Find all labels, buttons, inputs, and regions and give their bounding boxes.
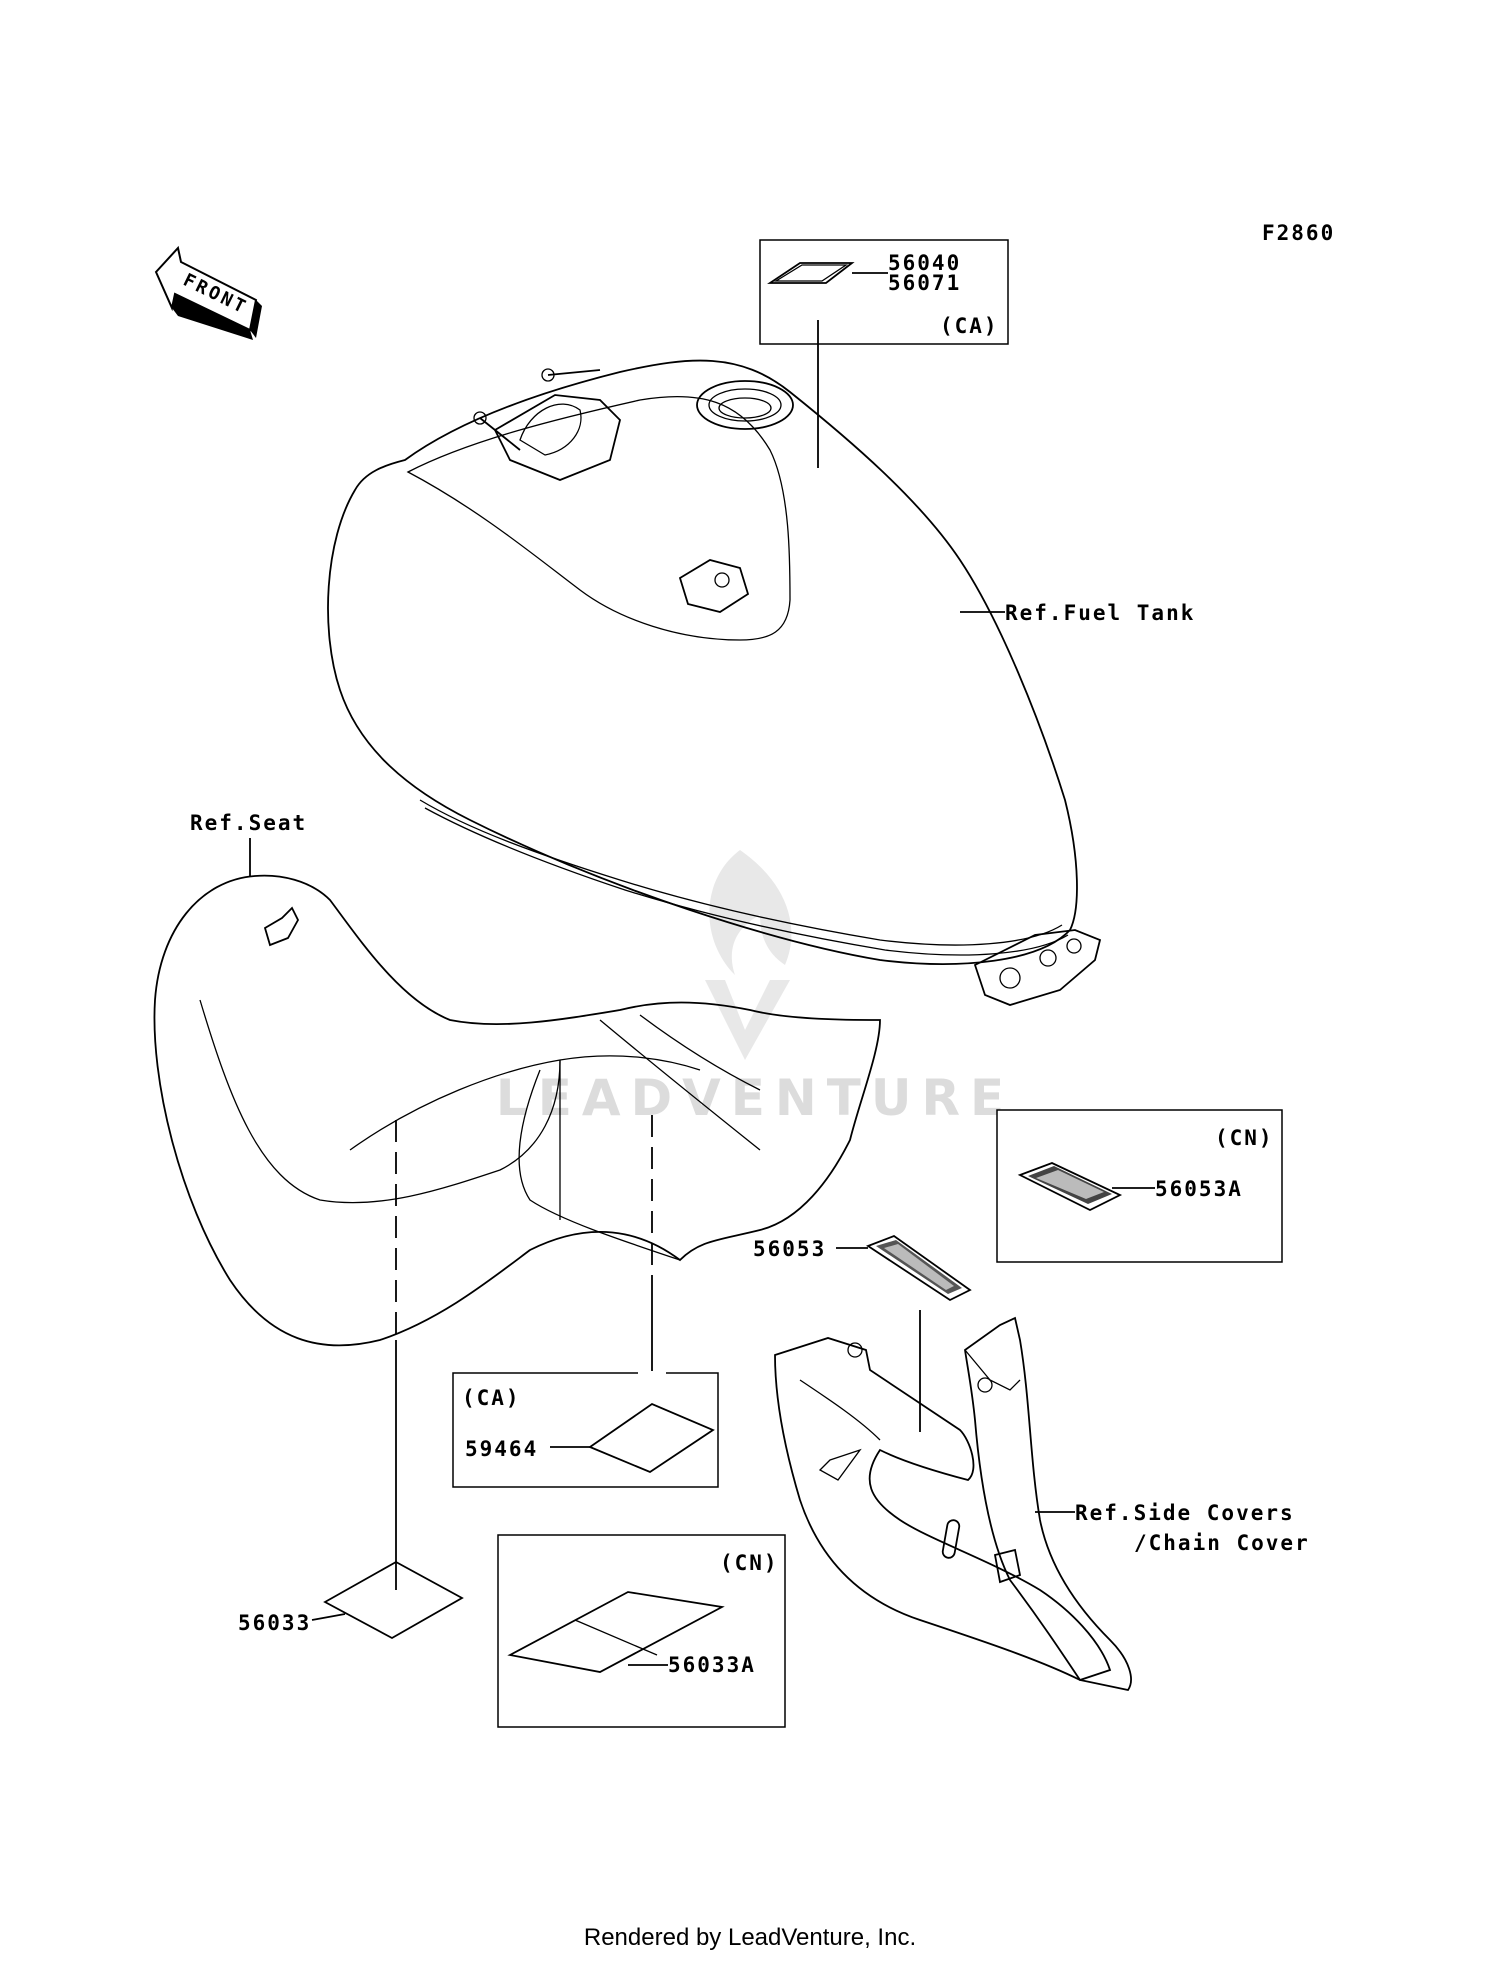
part-56033A: 56033A <box>668 1653 756 1677</box>
part-59464: 59464 <box>465 1437 538 1461</box>
figure-code: F2860 <box>1262 221 1335 245</box>
label-box-56040-56071: 56040 56071 (CA) <box>759 239 1009 345</box>
region-ca-top: (CA) <box>940 314 999 338</box>
watermark-text: LEADVENTURE <box>496 1069 1014 1127</box>
leadventure-watermark-logo: LEADVENTURE <box>496 850 1014 1127</box>
region-ca-mid: (CA) <box>462 1386 521 1410</box>
ref-fuel-tank-label: Ref.Fuel Tank <box>1005 601 1195 625</box>
part-56033: 56033 <box>238 1611 311 1635</box>
footer-credit: Rendered by LeadVenture, Inc. <box>583 1924 917 1951</box>
side-cover-drawing <box>774 1316 1132 1692</box>
decal-56053 <box>866 1234 972 1302</box>
ref-side-covers-label: Ref.Side Covers <box>1075 1501 1295 1525</box>
region-cn-right: (CN) <box>1215 1126 1274 1150</box>
part-56053A: 56053A <box>1155 1177 1243 1201</box>
decal-56033 <box>311 1560 464 1640</box>
part-56071: 56071 <box>888 271 961 295</box>
label-box-56033A: (CN) 56033A <box>497 1534 786 1728</box>
ref-seat-label: Ref.Seat <box>190 811 307 835</box>
seat-drawing <box>153 874 881 1347</box>
label-box-56053A: (CN) 56053A <box>996 1109 1283 1263</box>
part-56040: 56040 <box>888 251 961 275</box>
ref-chain-cover-label: /Chain Cover <box>1134 1531 1310 1555</box>
fuel-tank-drawing <box>327 359 1102 1006</box>
label-box-59464: (CA) 59464 <box>452 1371 719 1488</box>
part-56053: 56053 <box>753 1237 826 1261</box>
region-cn-bottom: (CN) <box>720 1551 779 1575</box>
front-arrow-icon: FRONT <box>154 245 262 340</box>
